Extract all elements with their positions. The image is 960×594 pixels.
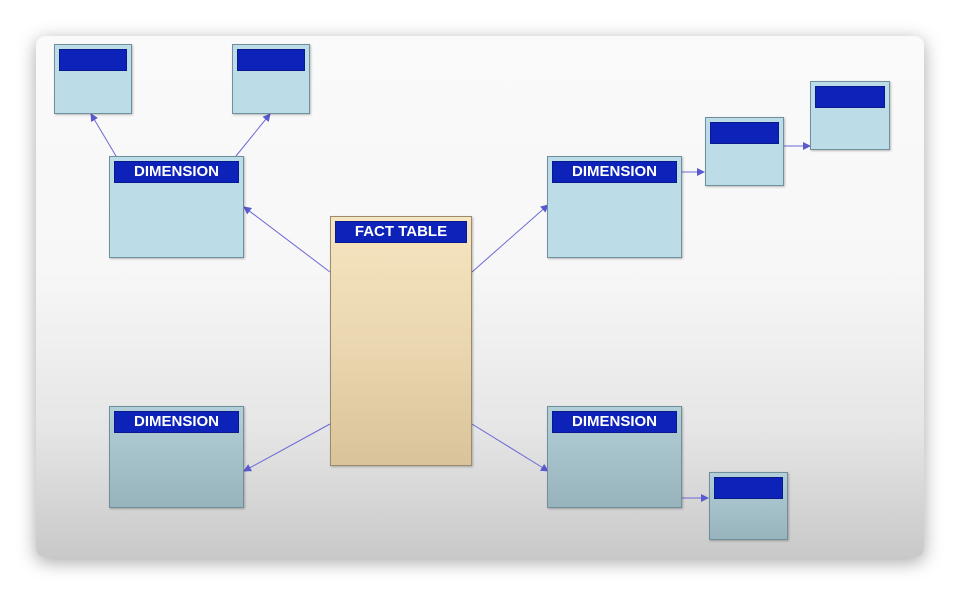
sub-table-top-right-2 <box>810 81 890 150</box>
sub-table-header <box>714 477 783 499</box>
dimension-header: DIMENSION <box>114 411 239 433</box>
sub-table-bottom-right <box>709 472 788 540</box>
fact-table: FACT TABLE <box>330 216 472 466</box>
link-fact-to-dim-top-right <box>471 204 549 273</box>
sub-table-top-right-1 <box>705 117 784 186</box>
dimension-header: DIMENSION <box>114 161 239 183</box>
dimension-bottom-right: DIMENSION <box>547 406 682 508</box>
link-fact-to-dim-bottom-right <box>471 423 549 472</box>
link-fact-to-dim-top-left <box>243 206 331 273</box>
connector-lines <box>90 113 811 502</box>
sub-table-top-left-2 <box>232 44 310 114</box>
dimension-bottom-left: DIMENSION <box>109 406 244 508</box>
sub-table-top-left-1 <box>54 44 132 114</box>
link-dim-tl-to-sub-2 <box>235 113 271 157</box>
sub-table-header <box>59 49 127 71</box>
dimension-header: DIMENSION <box>552 161 677 183</box>
diagram-canvas: DIMENSION DIMENSION FACT TABLE DIMENSION… <box>36 36 924 558</box>
link-dim-tl-to-sub-1 <box>90 113 117 157</box>
dimension-top-left: DIMENSION <box>109 156 244 258</box>
sub-table-header <box>710 122 779 144</box>
sub-table-header <box>815 86 885 108</box>
fact-table-header: FACT TABLE <box>335 221 467 243</box>
dimension-top-right: DIMENSION <box>547 156 682 258</box>
sub-table-header <box>237 49 305 71</box>
link-fact-to-dim-bottom-left <box>243 423 331 472</box>
dimension-header: DIMENSION <box>552 411 677 433</box>
